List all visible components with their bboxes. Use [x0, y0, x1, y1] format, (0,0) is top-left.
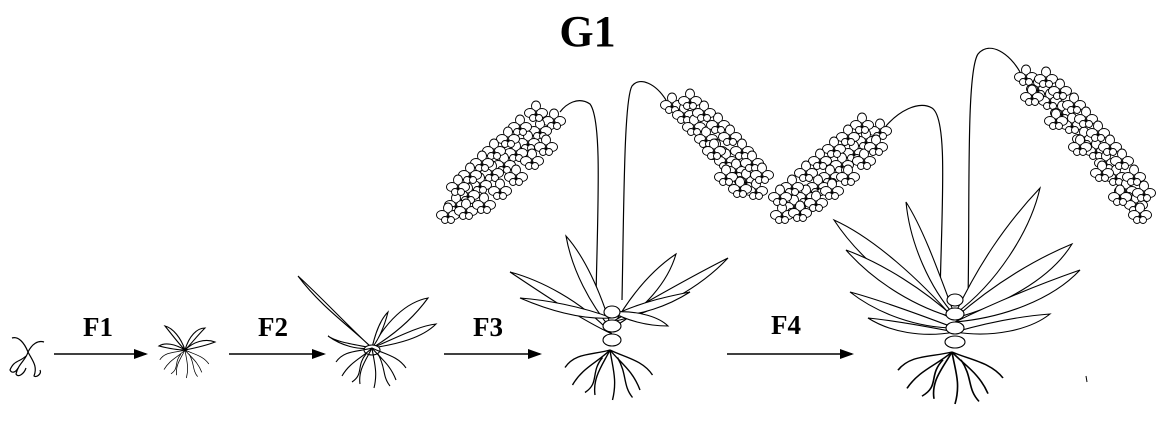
seedling-stage-0: [10, 338, 44, 377]
large-flowering-plant-stage-4: [769, 48, 1156, 404]
stray-mark: [1086, 376, 1087, 382]
plantlet-stage-1: [159, 326, 215, 378]
flowering-plant-stage-3: [437, 82, 774, 400]
young-plant-stage-2: [298, 276, 436, 388]
